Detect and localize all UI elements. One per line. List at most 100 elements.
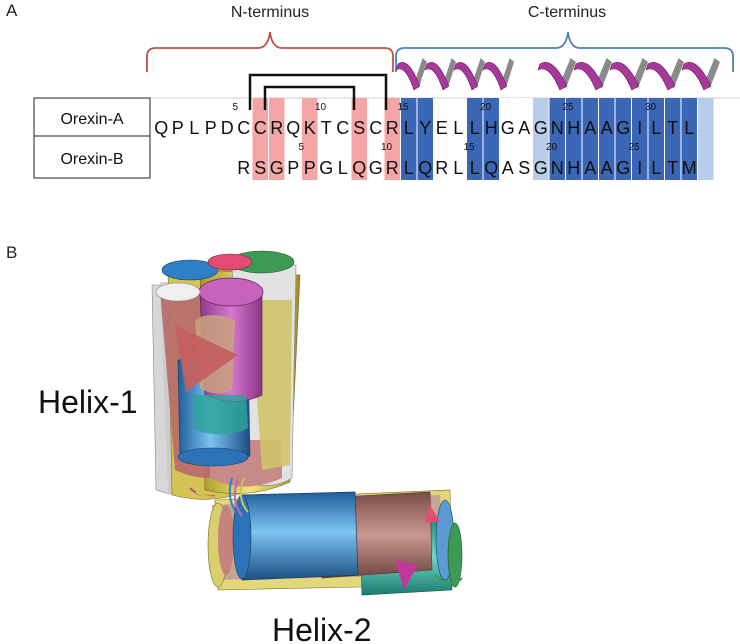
- residue-number-b: 15: [464, 142, 476, 153]
- ribbon-front: [681, 62, 712, 91]
- residue-a: D: [221, 118, 234, 138]
- residue-b: A: [502, 158, 514, 178]
- residue-a: L: [453, 118, 463, 138]
- conserved-dark-highlight: [582, 98, 598, 180]
- residue-a: G: [534, 118, 548, 138]
- residue-b: Q: [418, 158, 432, 178]
- helix-ribbon-1-icon: [395, 58, 514, 91]
- residue-a: Q: [286, 118, 300, 138]
- residue-a: L: [470, 118, 480, 138]
- residue-a: C: [336, 118, 349, 138]
- ribbon-front: [645, 62, 676, 91]
- helix-bundle-2: [207, 477, 463, 596]
- cysteine-highlight: [302, 98, 318, 180]
- disulfide-bonds: [248, 73, 388, 110]
- residue-number-a: 20: [480, 102, 492, 113]
- ribbon-front: [482, 62, 508, 91]
- cysteine-highlight: [384, 98, 400, 180]
- residue-a: H: [485, 118, 498, 138]
- conserved-dark-highlight: [632, 98, 648, 180]
- residue-number-a: 5: [233, 102, 239, 113]
- residue-b: G: [534, 158, 548, 178]
- residue-a: C: [237, 118, 250, 138]
- residue-b: A: [584, 158, 596, 178]
- residue-a: G: [501, 118, 515, 138]
- residue-a: T: [321, 118, 332, 138]
- helix-2-label: Helix-2: [272, 612, 372, 644]
- residue-a: L: [404, 118, 414, 138]
- residue-b: L: [470, 158, 480, 178]
- residue-b: S: [254, 158, 266, 178]
- residue-a: C: [254, 118, 267, 138]
- disulfide-bond-inner: [263, 85, 356, 110]
- residue-a: L: [684, 118, 694, 138]
- residue-a: H: [567, 118, 580, 138]
- residue-b: I: [637, 158, 642, 178]
- residue-a: A: [518, 118, 530, 138]
- conserved-dark-highlight: [648, 98, 664, 180]
- residue-b: L: [338, 158, 348, 178]
- residue-b: G: [369, 158, 383, 178]
- panel-b-label: B: [6, 243, 17, 262]
- n-terminus-bracket: [146, 31, 394, 72]
- conserved-dark-highlight: [417, 98, 433, 180]
- residue-b: G: [270, 158, 284, 178]
- conserved-dark-highlight: [681, 98, 697, 180]
- residue-b: L: [404, 158, 414, 178]
- residue-number-a: 10: [315, 102, 327, 113]
- residue-a: K: [304, 118, 316, 138]
- residue-b: T: [667, 158, 678, 178]
- conserved-dark-highlight: [467, 98, 483, 180]
- residue-b: L: [651, 158, 661, 178]
- row-label-box-b: [33, 135, 151, 179]
- residue-b: R: [237, 158, 250, 178]
- residue-number-b: 20: [546, 142, 558, 153]
- residue-a: L: [651, 118, 661, 138]
- conserved-dark-highlight: [483, 98, 499, 180]
- residue-number-b: 25: [629, 142, 641, 153]
- residue-a: E: [436, 118, 448, 138]
- c-terminus-label: C-terminus: [528, 4, 606, 21]
- residue-b: S: [518, 158, 530, 178]
- residue-b: G: [319, 158, 333, 178]
- residue-number-b: 5: [299, 142, 305, 153]
- helix-1-label: Helix-1: [38, 384, 138, 420]
- residue-b: P: [287, 158, 299, 178]
- residue-a: Y: [419, 118, 431, 138]
- residue-a: P: [205, 118, 217, 138]
- cysteine-highlight: [351, 98, 367, 180]
- residue-a: S: [353, 118, 365, 138]
- ribbon-front: [424, 62, 450, 91]
- residue-b: P: [304, 158, 316, 178]
- residue-a: A: [601, 118, 613, 138]
- residue-a: R: [386, 118, 399, 138]
- residue-b: M: [682, 158, 697, 178]
- residue-a: C: [369, 118, 382, 138]
- gap: [500, 98, 516, 180]
- panel-a-label: A: [6, 1, 18, 20]
- residue-b: Q: [484, 158, 498, 178]
- residue-a: L: [189, 118, 199, 138]
- conserved-dark-highlight: [665, 98, 681, 180]
- conserved-dark-highlight: [549, 98, 565, 180]
- residue-b: Q: [352, 158, 366, 178]
- residue-a: I: [637, 118, 642, 138]
- residue-a: T: [667, 118, 678, 138]
- c-terminus-bracket: [395, 31, 734, 72]
- residue-b: H: [567, 158, 580, 178]
- conserved-dark-highlight: [566, 98, 582, 180]
- residue-a: N: [551, 118, 564, 138]
- residue-b: R: [386, 158, 399, 178]
- residue-number-a: 25: [563, 102, 575, 113]
- residue-b: L: [453, 158, 463, 178]
- conserved-dark-highlight: [599, 98, 615, 180]
- ribbon-front: [453, 62, 479, 91]
- helix-bundle-1: [151, 250, 301, 500]
- residue-a: A: [584, 118, 596, 138]
- conserved-dark-highlight: [615, 98, 631, 180]
- residue-number-a: 30: [645, 102, 657, 113]
- row-label-orexin-a: Orexin-A: [60, 111, 123, 128]
